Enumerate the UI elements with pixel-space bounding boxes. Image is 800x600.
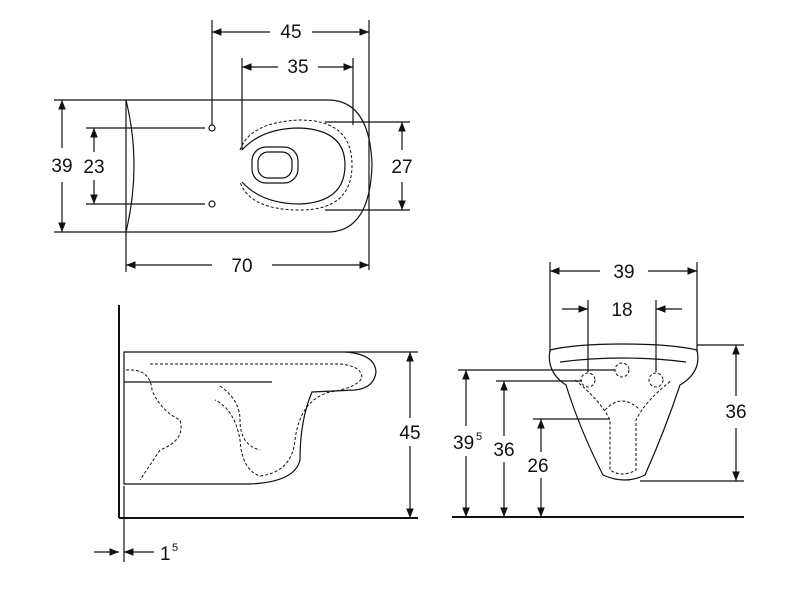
dim-39-front: 39 <box>613 262 634 283</box>
dim-27: 27 <box>391 157 412 178</box>
dim-70: 70 <box>231 256 252 277</box>
side-view: 45 1 5 <box>94 305 421 565</box>
front-hole-right <box>648 372 664 388</box>
side-trap-dashed <box>125 369 182 481</box>
mount-hole-top <box>208 124 216 132</box>
dim-1-5-sup: 5 <box>172 542 178 554</box>
dim-39-5-sup: 5 <box>476 431 482 443</box>
front-bowl-dashed <box>574 379 673 475</box>
front-trap-dashed <box>604 400 641 411</box>
front-hole-left <box>580 372 596 388</box>
dim-35: 35 <box>287 57 308 78</box>
dim-45-top: 45 <box>280 22 301 43</box>
dim-23: 23 <box>83 157 104 178</box>
top-view-drain-inner <box>257 151 293 179</box>
dim-39-left: 39 <box>51 156 72 177</box>
front-view: 39 18 36 39 5 36 26 <box>452 262 747 518</box>
dim-26: 26 <box>527 456 548 477</box>
side-view-outline <box>123 351 377 485</box>
dim-36-left: 36 <box>493 440 514 461</box>
side-bowl-dashed <box>150 363 363 477</box>
top-view-rim-curve <box>125 99 135 233</box>
dim-45-side: 45 <box>399 423 420 444</box>
dim-39-5: 39 <box>453 433 474 454</box>
top-view-drain <box>251 146 299 184</box>
front-view-outline <box>548 343 699 481</box>
dim-18: 18 <box>611 300 632 321</box>
dim-1-5: 1 <box>160 544 171 565</box>
top-view-seat-dashed <box>239 119 353 211</box>
top-view-bowl-inner <box>241 127 346 205</box>
side-inner-dashed <box>219 385 261 451</box>
front-rim-line <box>559 357 687 363</box>
dim-36-right: 36 <box>725 402 746 423</box>
front-hole-center <box>614 362 630 378</box>
top-view-outline <box>125 99 373 233</box>
mount-hole-bottom <box>208 200 216 208</box>
top-view: 45 35 70 39 23 27 <box>51 20 413 277</box>
